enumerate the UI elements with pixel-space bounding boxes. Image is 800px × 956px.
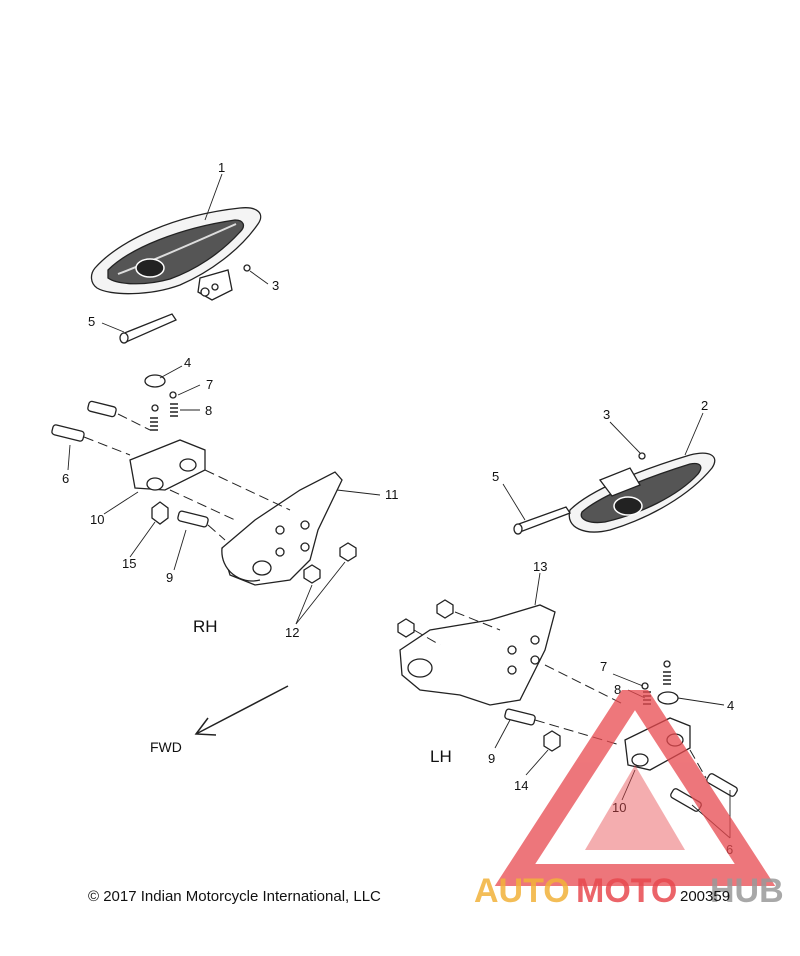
callout-14: 14 (514, 778, 528, 793)
callout-4-lh: 4 (727, 698, 734, 713)
ball-7-rh-a (151, 404, 159, 412)
spring-8-rh-b (170, 403, 178, 417)
watermark-hub: HUB (710, 872, 784, 910)
bolt-9-rh (177, 510, 209, 528)
bracket-13-lh (399, 604, 556, 706)
pin-5-lh (513, 506, 571, 535)
bolt-6-rh-top (87, 400, 117, 418)
watermark-moto: MOTO (576, 872, 677, 910)
callout-6-rh: 6 (62, 471, 69, 486)
nut-lh-b (397, 618, 415, 638)
rh-label: RH (193, 617, 218, 636)
callout-7-lh: 7 (600, 659, 607, 674)
callout-3-lh: 3 (603, 407, 610, 422)
nut-14 (543, 730, 561, 752)
copyright-text: © 2017 Indian Motorcycle International, … (88, 888, 381, 905)
watermark-auto: AUTO (474, 872, 570, 910)
ball-7-rh-b (169, 391, 177, 399)
callout-5-rh: 5 (88, 314, 95, 329)
callout-12: 12 (285, 625, 299, 640)
callout-2: 2 (701, 398, 708, 413)
lh-label: LH (430, 747, 452, 766)
callout-9-lh: 9 (488, 751, 495, 766)
fwd-arrow (194, 685, 289, 736)
callout-4-rh: 4 (184, 355, 191, 370)
callout-11: 11 (385, 487, 399, 502)
callout-3-rh: 3 (272, 278, 279, 293)
rh-floorboard (90, 207, 262, 301)
callout-10-lh: 10 (612, 800, 626, 815)
fwd-label: FWD (150, 739, 182, 755)
drawing-number: 200359 (680, 888, 731, 905)
automotohub-watermark: AUTO MOTO HUB (474, 690, 784, 910)
pin-5-rh (119, 313, 177, 344)
bracket-11-rh (221, 471, 343, 586)
callout-9-rh: 9 (166, 570, 173, 585)
callout-10-rh: 10 (90, 512, 104, 527)
assembly-lines (83, 413, 707, 779)
nut-12-a (303, 564, 321, 584)
callout-5-lh: 5 (492, 469, 499, 484)
callout-8-lh: 8 (614, 682, 621, 697)
nut-lh-a (436, 599, 454, 619)
triangle-logo-icon (494, 690, 776, 886)
callout-8-rh: 8 (205, 403, 212, 418)
ring-3-rh (243, 264, 251, 272)
ball-7-lh-b (663, 660, 671, 668)
ring-3-lh (638, 452, 646, 460)
clevis-10-rh (129, 439, 206, 491)
spring-8-rh-a (150, 417, 158, 431)
callout-13: 13 (533, 559, 547, 574)
callout-7-rh: 7 (206, 377, 213, 392)
spring-8-lh-b (663, 671, 671, 685)
bolt-9-lh (504, 708, 536, 726)
nut-15 (151, 501, 169, 525)
bolt-6-rh-bottom (51, 424, 85, 442)
callout-1: 1 (218, 160, 225, 175)
nut-12-b (339, 542, 357, 562)
callout-15: 15 (122, 556, 136, 571)
lh-floorboard (568, 452, 716, 533)
